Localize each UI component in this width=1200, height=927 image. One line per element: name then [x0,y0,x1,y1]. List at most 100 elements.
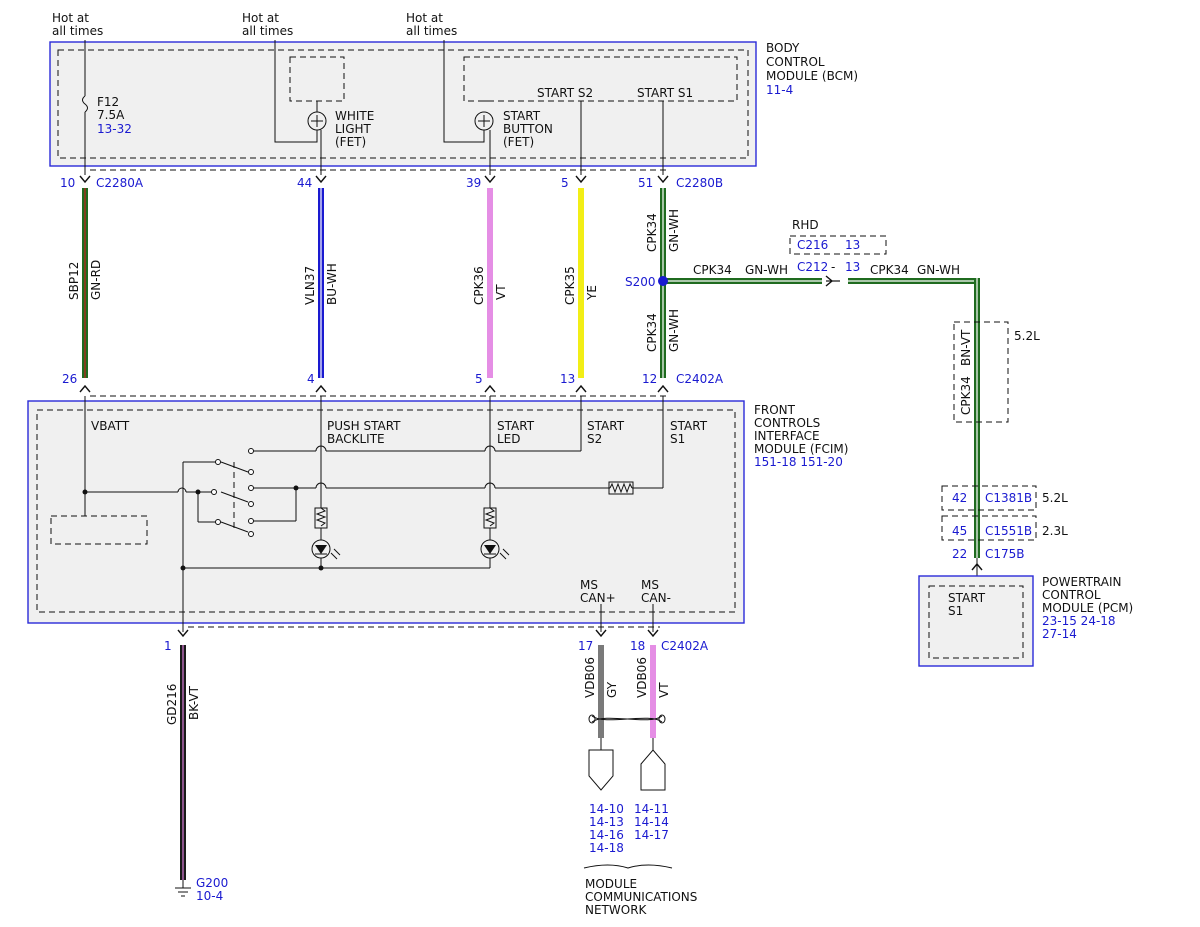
pin-label: 39 [466,176,481,190]
bcm-ref[interactable]: 11-4 [766,83,793,97]
wire-circuit-label: SBP12 [67,262,81,300]
connector-c2402a[interactable]: C2402A [661,639,709,653]
resistor-icon [314,507,328,529]
pin-label: 22 [952,547,967,561]
led-icon [311,539,341,560]
pin-label: 1 [164,639,172,653]
wire-color-label: GN-WH [667,309,681,352]
wire-color-label: GN-WH [667,209,681,252]
rhd-label: RHD [792,218,819,232]
connector-c2280a[interactable]: C2280A [96,176,144,190]
wire-circuit-label: VLN37 [303,266,317,305]
pin-label: 13 [845,238,860,252]
wire-color-label: GN-RD [89,260,103,300]
ground-icon [175,880,191,897]
wire-circuit-label: CPK34 [645,213,659,252]
variant-label: 5.2L [1042,491,1068,505]
network-connector-icon [588,749,614,791]
resistor-icon [483,507,497,529]
wire-color-label: BU-WH [325,263,339,305]
led-icon [480,539,510,560]
fcim-ref[interactable]: 151-18 151-20 [754,455,843,469]
wire-circuit-label: CPK34 [645,313,659,352]
fcim-module-box[interactable] [27,400,745,624]
junction-dots [82,485,324,571]
fuse-ref[interactable]: 13-32 [97,122,132,136]
wire-color-label: BK-VT [187,685,201,720]
bcm-module-box[interactable] [49,41,757,167]
pin-label: 13 [845,260,860,274]
connector-c1551b[interactable]: C1551B [985,524,1032,538]
start-s2-label: START S2 [537,86,593,100]
wire-circuit-label: CPK34 [870,263,909,277]
fet-icon [474,111,494,131]
pin-label: 26 [62,372,77,386]
variant-label: 5.2L [1014,329,1040,343]
pin-label: 17 [578,639,593,653]
ground-g200[interactable]: G200 [196,876,228,890]
pin-label: 5 [561,176,569,190]
connector-arrows-top [79,175,669,184]
separator: - [831,260,835,274]
wire-circuit-label: VDB06 [583,657,597,698]
ground-ref[interactable]: 10-4 [196,889,223,903]
connector-c212[interactable]: C212 [797,260,828,274]
wire-circuit-label: CPK36 [472,266,486,305]
connector-c216[interactable]: C216 [797,238,828,252]
pin-label: 45 [952,524,967,538]
connector-c1381b[interactable]: C1381B [985,491,1032,505]
switch-contacts [211,448,254,537]
variant-label: 2.3L [1042,524,1068,538]
wire-color-label: VT [494,284,508,300]
resistor-icon [609,482,633,494]
connector-c175b[interactable]: C175B [985,547,1025,561]
wire-color-label: BN-VT [959,329,973,366]
wire-circuit-label: GD216 [165,684,179,725]
connector-c2280b[interactable]: C2280B [676,176,723,190]
pin-label: 44 [297,176,312,190]
wire-circuit-label: CPK34 [959,376,973,415]
pin-label: 13 [560,372,575,386]
wire-color-label: GY [605,681,619,698]
pin-label: 42 [952,491,967,505]
pin-label: 10 [60,176,75,190]
fuse-icon [82,95,88,113]
wire-color-label: VT [657,682,671,698]
twisted-pair-icon [588,714,666,724]
vbatt-label: VBATT [91,419,130,433]
start-s1-label: START S1 [637,86,693,100]
pin-label: 51 [638,176,653,190]
splice-s200[interactable] [658,276,668,286]
network-connector-icon [640,749,666,791]
pin-label: 18 [630,639,645,653]
wire-color-label: YE [585,285,599,301]
brace-icon [583,864,673,869]
wire-color-label: GN-WH [745,263,788,277]
connector-c2402a[interactable]: C2402A [676,372,724,386]
pcm-module-box[interactable] [918,575,1034,667]
wire-circuit-label: CPK34 [693,263,732,277]
pin-label: 12 [642,372,657,386]
splice-label: S200 [625,275,656,289]
pin-label: 4 [307,372,315,386]
wire-circuit-label: CPK35 [563,266,577,305]
